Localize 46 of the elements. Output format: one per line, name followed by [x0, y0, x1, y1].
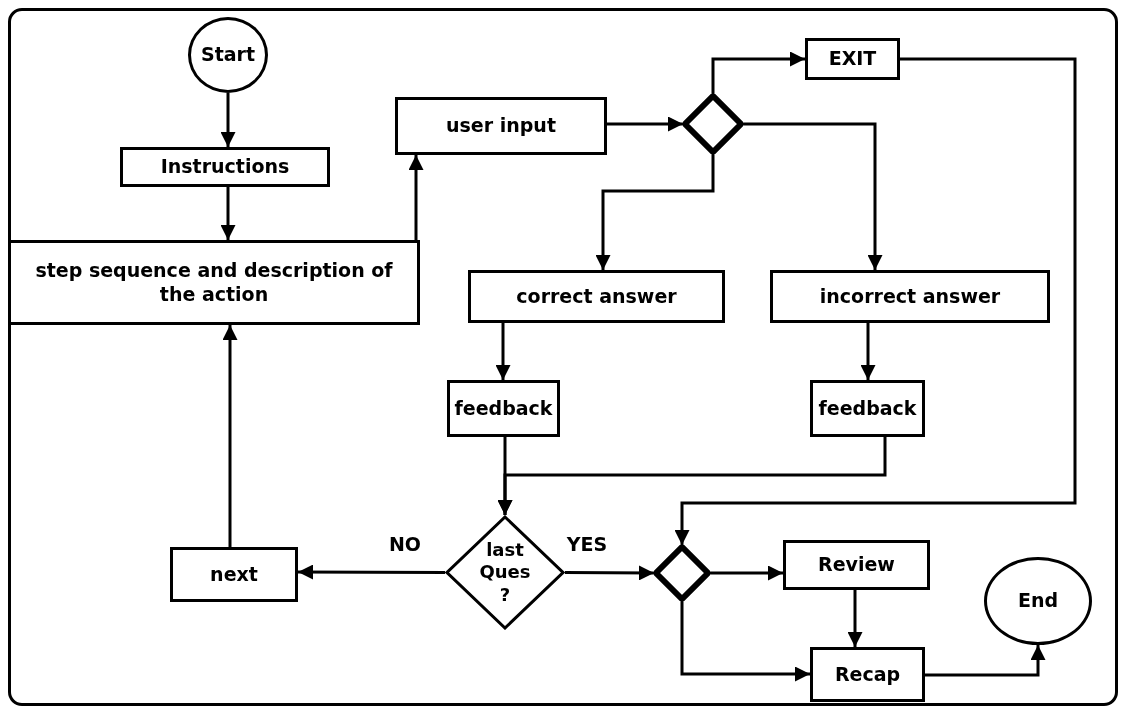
- node-text: Instructions: [160, 155, 290, 179]
- process-box: [8, 240, 420, 325]
- arrow: [595, 154, 715, 270]
- node-text: next: [210, 562, 258, 587]
- arrow: [220, 93, 236, 147]
- node-text: incorrect answer: [819, 284, 1001, 309]
- process-box: [805, 38, 900, 80]
- process-box: [395, 97, 607, 155]
- arrow: [711, 51, 805, 94]
- decision-diamond: [683, 94, 743, 154]
- arrow: [847, 590, 863, 647]
- arrow: [860, 323, 876, 380]
- decision-diamond: [654, 545, 710, 601]
- node-text: step sequence and description of the action: [34, 258, 394, 307]
- node-text: Recap: [834, 662, 901, 687]
- process-box: [447, 380, 560, 437]
- arrow: [495, 323, 511, 380]
- process-box: [810, 647, 925, 702]
- decision-diamond: [445, 515, 565, 630]
- node-text: End: [1017, 589, 1059, 613]
- arrow: [674, 57, 1077, 545]
- arrow: [220, 187, 236, 240]
- arrow: [925, 645, 1046, 677]
- node-text: feedback: [818, 396, 917, 421]
- arrow: [680, 601, 810, 682]
- node-text: user input: [446, 114, 556, 138]
- node-text: correct answer: [516, 284, 677, 309]
- process-box: [770, 270, 1050, 323]
- process-box: [468, 270, 725, 323]
- arrow: [565, 565, 654, 581]
- arrow: [298, 564, 445, 580]
- arrow: [607, 116, 683, 132]
- arrow: [743, 122, 883, 270]
- arrow: [408, 155, 424, 240]
- node-text: EXIT: [828, 47, 877, 71]
- arrow: [710, 565, 783, 581]
- process-box: [783, 540, 930, 590]
- node-text: last Ques ?: [478, 538, 532, 607]
- arrow: [497, 437, 887, 515]
- node-text: feedback: [454, 396, 553, 421]
- process-box: [810, 380, 925, 437]
- process-box: [170, 547, 298, 602]
- node-text: Review: [818, 553, 895, 577]
- process-box: [120, 147, 330, 187]
- arrow: [222, 325, 238, 547]
- node-text: Start: [200, 43, 255, 67]
